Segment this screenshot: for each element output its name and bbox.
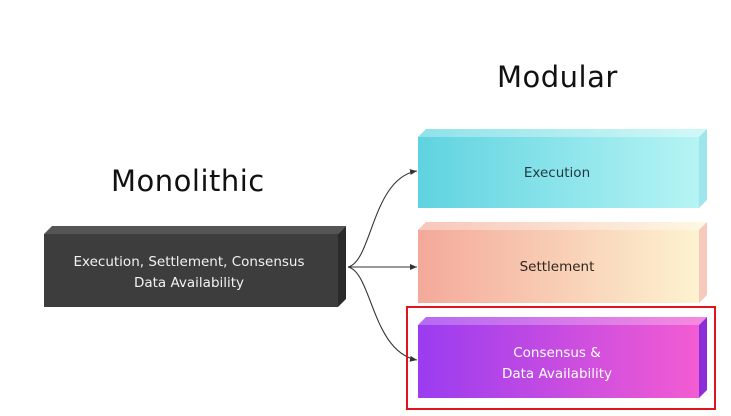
execution-block [418, 129, 707, 208]
arrows [347, 169, 418, 362]
settlement-block [418, 222, 707, 303]
settlement-block-label: Settlement [519, 259, 595, 275]
execution-block-label: Execution [523, 165, 591, 181]
highlight-box [406, 306, 716, 410]
arrow-to-consensus [347, 266, 418, 362]
monolithic-block-label: Execution, Settlement, Consensus Data Av… [73, 254, 305, 291]
modular-heading: Modular [497, 60, 618, 94]
monolithic-block [44, 226, 346, 307]
arrow-to-execution [347, 169, 418, 268]
consensus-block-label: Consensus & Data Availability [501, 345, 613, 382]
consensus-block [418, 317, 707, 398]
monolithic-heading: Monolithic [111, 164, 265, 198]
